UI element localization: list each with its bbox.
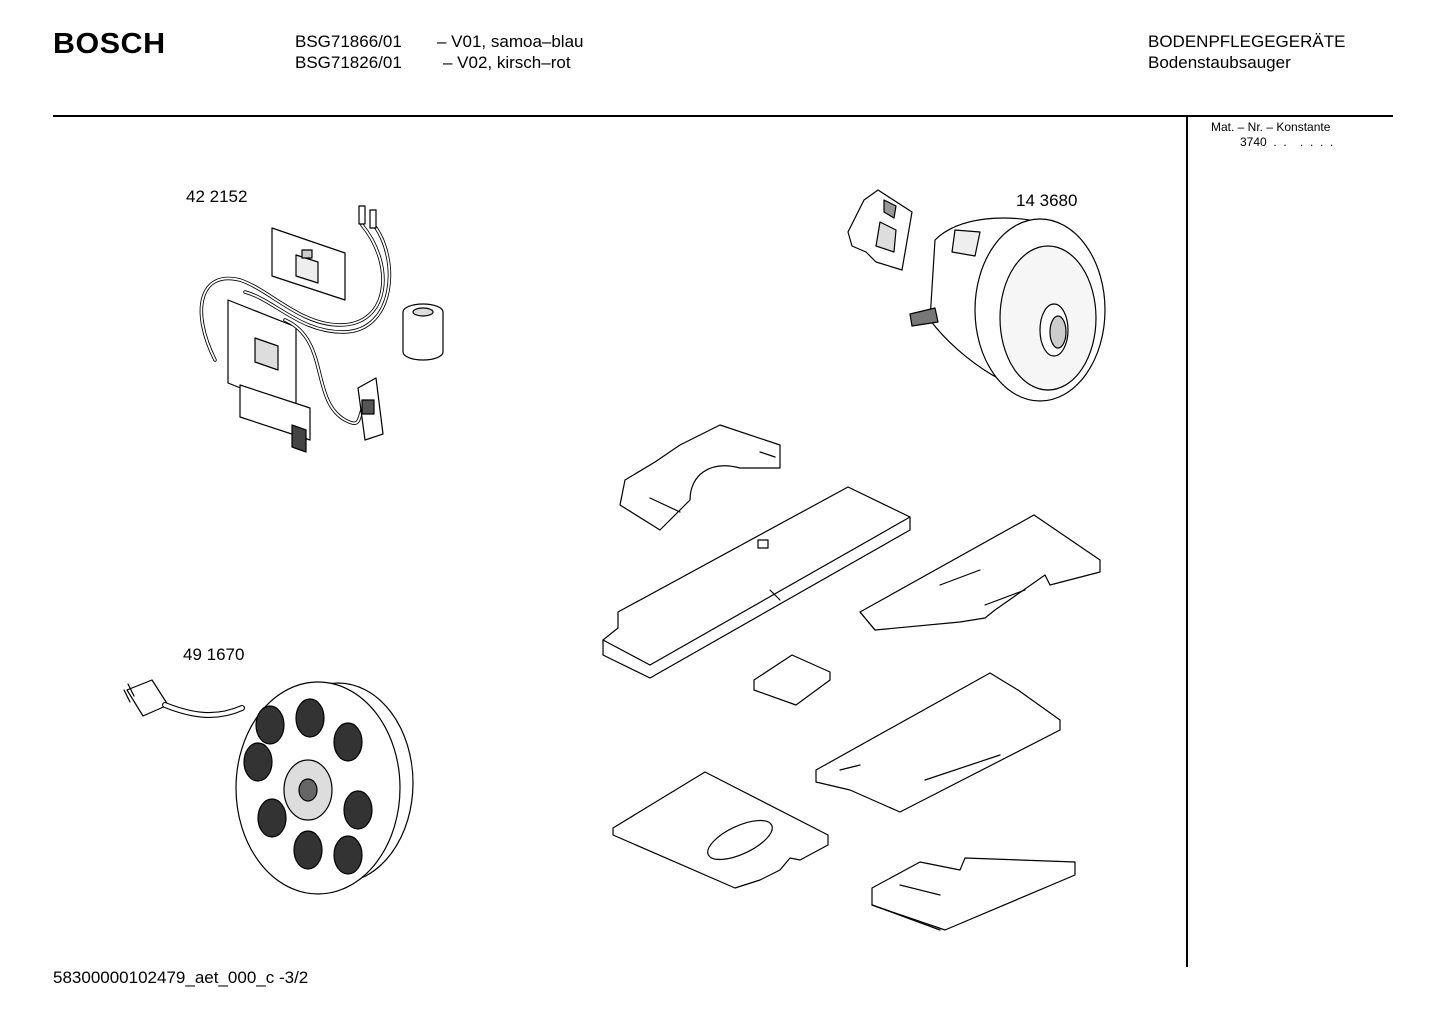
header-divider [53, 115, 1393, 117]
category-title: BODENPFLEGEGERÄTE [1148, 32, 1346, 51]
page-indicator: -3/2 [278, 968, 309, 987]
mat-nr-value: 3740 . . . . . . [1240, 135, 1334, 149]
category-subtitle: Bodenstaubsauger [1148, 53, 1291, 72]
brand-logo: BOSCH [53, 28, 166, 60]
electronics-assembly[interactable] [201, 206, 443, 452]
model-number: BSG71866/01 [295, 32, 402, 51]
sidebar-divider [1186, 117, 1188, 967]
model-variant: – V01, samoa–blau [437, 32, 584, 51]
model-number: BSG71826/01 [295, 53, 402, 72]
category-block: BODENPFLEGEGERÄTE Bodenstaubsauger [1148, 31, 1345, 73]
mat-nr-label: Mat. – Nr. – Konstante [1211, 120, 1331, 134]
model-row-2: BSG71826/01 – V02, kirsch–rot [295, 52, 584, 73]
insulation-pieces[interactable] [603, 425, 1100, 930]
model-variant: – V02, kirsch–rot [443, 53, 571, 72]
part-number-cable-reel[interactable]: 49 1670 [183, 645, 245, 664]
model-list: BSG71866/01 – V01, samoa–blau BSG71826/01… [295, 31, 584, 73]
document-id: 58300000102479_aet_000_c [53, 968, 275, 987]
part-number-motor[interactable]: 14 3680 [1016, 191, 1078, 210]
cable-reel-assembly[interactable] [124, 680, 413, 894]
motor-assembly[interactable] [848, 190, 1105, 401]
part-number-electronics[interactable]: 42 2152 [186, 187, 248, 206]
model-row-1: BSG71866/01 – V01, samoa–blau [295, 31, 584, 52]
footer: 58300000102479_aet_000_c -3/2 [53, 968, 308, 988]
